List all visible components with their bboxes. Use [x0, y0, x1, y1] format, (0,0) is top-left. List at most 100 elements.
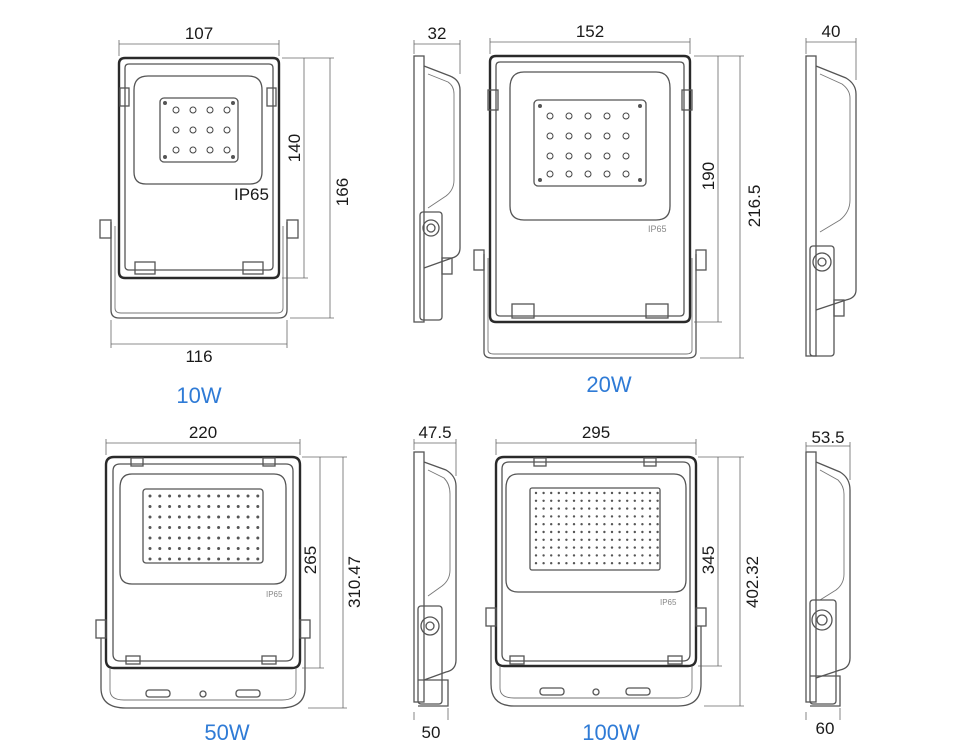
- led-dot: [168, 494, 172, 498]
- led-dot: [565, 499, 568, 502]
- side-view-10w: 40 32: [413, 24, 461, 323]
- led-dot: [158, 494, 162, 498]
- led-dot: [197, 536, 201, 540]
- led-dot: [542, 538, 545, 541]
- led-dot: [187, 547, 191, 550]
- led-dot: [550, 491, 553, 495]
- led-dot: [641, 507, 644, 510]
- rating-mark-20w: IP65: [648, 224, 667, 234]
- led-dot: [580, 546, 583, 549]
- led-dot: [565, 530, 568, 534]
- led-dot: [565, 546, 568, 549]
- led-dot: [177, 526, 181, 529]
- led-dot: [656, 562, 659, 565]
- led-dot: [207, 547, 211, 550]
- led-dot: [217, 526, 221, 529]
- caption-10w: 10W: [176, 383, 221, 408]
- led-dot: [246, 494, 250, 498]
- led-dot: [557, 499, 560, 502]
- led-dot: [648, 515, 652, 518]
- led-dot: [557, 546, 560, 549]
- led-dot: [580, 491, 583, 495]
- led-dot: [641, 562, 644, 565]
- led-dot: [187, 494, 191, 498]
- led-dot: [550, 499, 553, 502]
- led-dot: [618, 562, 621, 565]
- led-dot: [197, 494, 201, 498]
- led-dot: [256, 536, 260, 540]
- led-dot: [246, 536, 250, 540]
- led-dot: [226, 505, 230, 508]
- led-dot: [610, 554, 614, 557]
- dim-width-bottom-10w: 116: [185, 347, 212, 366]
- led-dot: [158, 547, 162, 550]
- led-dot: [187, 557, 191, 561]
- led-dot: [595, 515, 598, 518]
- led-dot: [226, 547, 230, 550]
- led-dot: [236, 494, 240, 498]
- led-dot: [177, 505, 181, 508]
- led-dot: [572, 530, 576, 534]
- led-dot: [603, 554, 606, 557]
- led-dot: [626, 554, 629, 557]
- led-dot: [626, 515, 629, 518]
- led-dot: [603, 515, 606, 518]
- led-dot: [236, 547, 240, 550]
- led-dot: [633, 523, 636, 526]
- led-dot: [217, 547, 221, 550]
- led-dot: [148, 536, 152, 540]
- led-dot: [580, 562, 583, 565]
- led-dot: [534, 530, 538, 534]
- led-dot: [177, 515, 181, 519]
- led-dot: [618, 554, 621, 557]
- led-dot: [572, 562, 576, 565]
- led-dot: [542, 546, 545, 549]
- led-dot: [595, 530, 598, 534]
- led-dot: [226, 526, 230, 529]
- led-dot: [565, 507, 568, 510]
- led-dot: [550, 530, 553, 534]
- led-dot: [542, 523, 545, 526]
- led-dot: [618, 515, 621, 518]
- led-dot: [534, 554, 538, 557]
- led-dot: [603, 491, 606, 495]
- led-dot: [633, 562, 636, 565]
- led-dot: [572, 523, 576, 526]
- led-dot: [246, 515, 250, 519]
- side-view-50w: 47.5 50: [413, 423, 457, 742]
- led-dot: [542, 491, 545, 495]
- led-dot: [158, 505, 162, 508]
- dim-depth-top-10w-label: 32: [428, 24, 447, 43]
- led-dot: [534, 562, 538, 565]
- led-dot: [534, 538, 538, 541]
- led-dot: [648, 491, 652, 495]
- dim-height-inner-100w: 345: [699, 546, 718, 574]
- led-dot: [158, 536, 162, 540]
- rating-mark-100w: IP65: [660, 598, 677, 607]
- led-dot: [610, 515, 614, 518]
- dim-height-inner-20w: 190: [699, 162, 718, 190]
- led-dot: [550, 546, 553, 549]
- led-array-20w: [538, 104, 642, 182]
- led-dot: [217, 494, 221, 498]
- led-dot: [572, 538, 576, 541]
- led-dot: [641, 554, 644, 557]
- rating-mark-10w: IP65: [234, 185, 269, 204]
- led-dot: [148, 494, 152, 498]
- led-dot: [588, 554, 591, 557]
- led-dot: [572, 499, 576, 502]
- led-dot: [641, 499, 644, 502]
- led-dot: [610, 530, 614, 534]
- led-dot: [610, 523, 614, 526]
- led-dot: [595, 554, 598, 557]
- led-dot: [641, 491, 644, 495]
- led-dot: [158, 526, 162, 529]
- led-dot: [618, 523, 621, 526]
- dim-height-total-100w: 402.32: [743, 556, 762, 608]
- led-dot: [256, 515, 260, 519]
- led-dot: [618, 538, 621, 541]
- dim-depth-top-100w: 53.5: [811, 428, 844, 447]
- led-dot: [534, 523, 538, 526]
- led-dot: [256, 505, 260, 508]
- led-dot: [148, 505, 152, 508]
